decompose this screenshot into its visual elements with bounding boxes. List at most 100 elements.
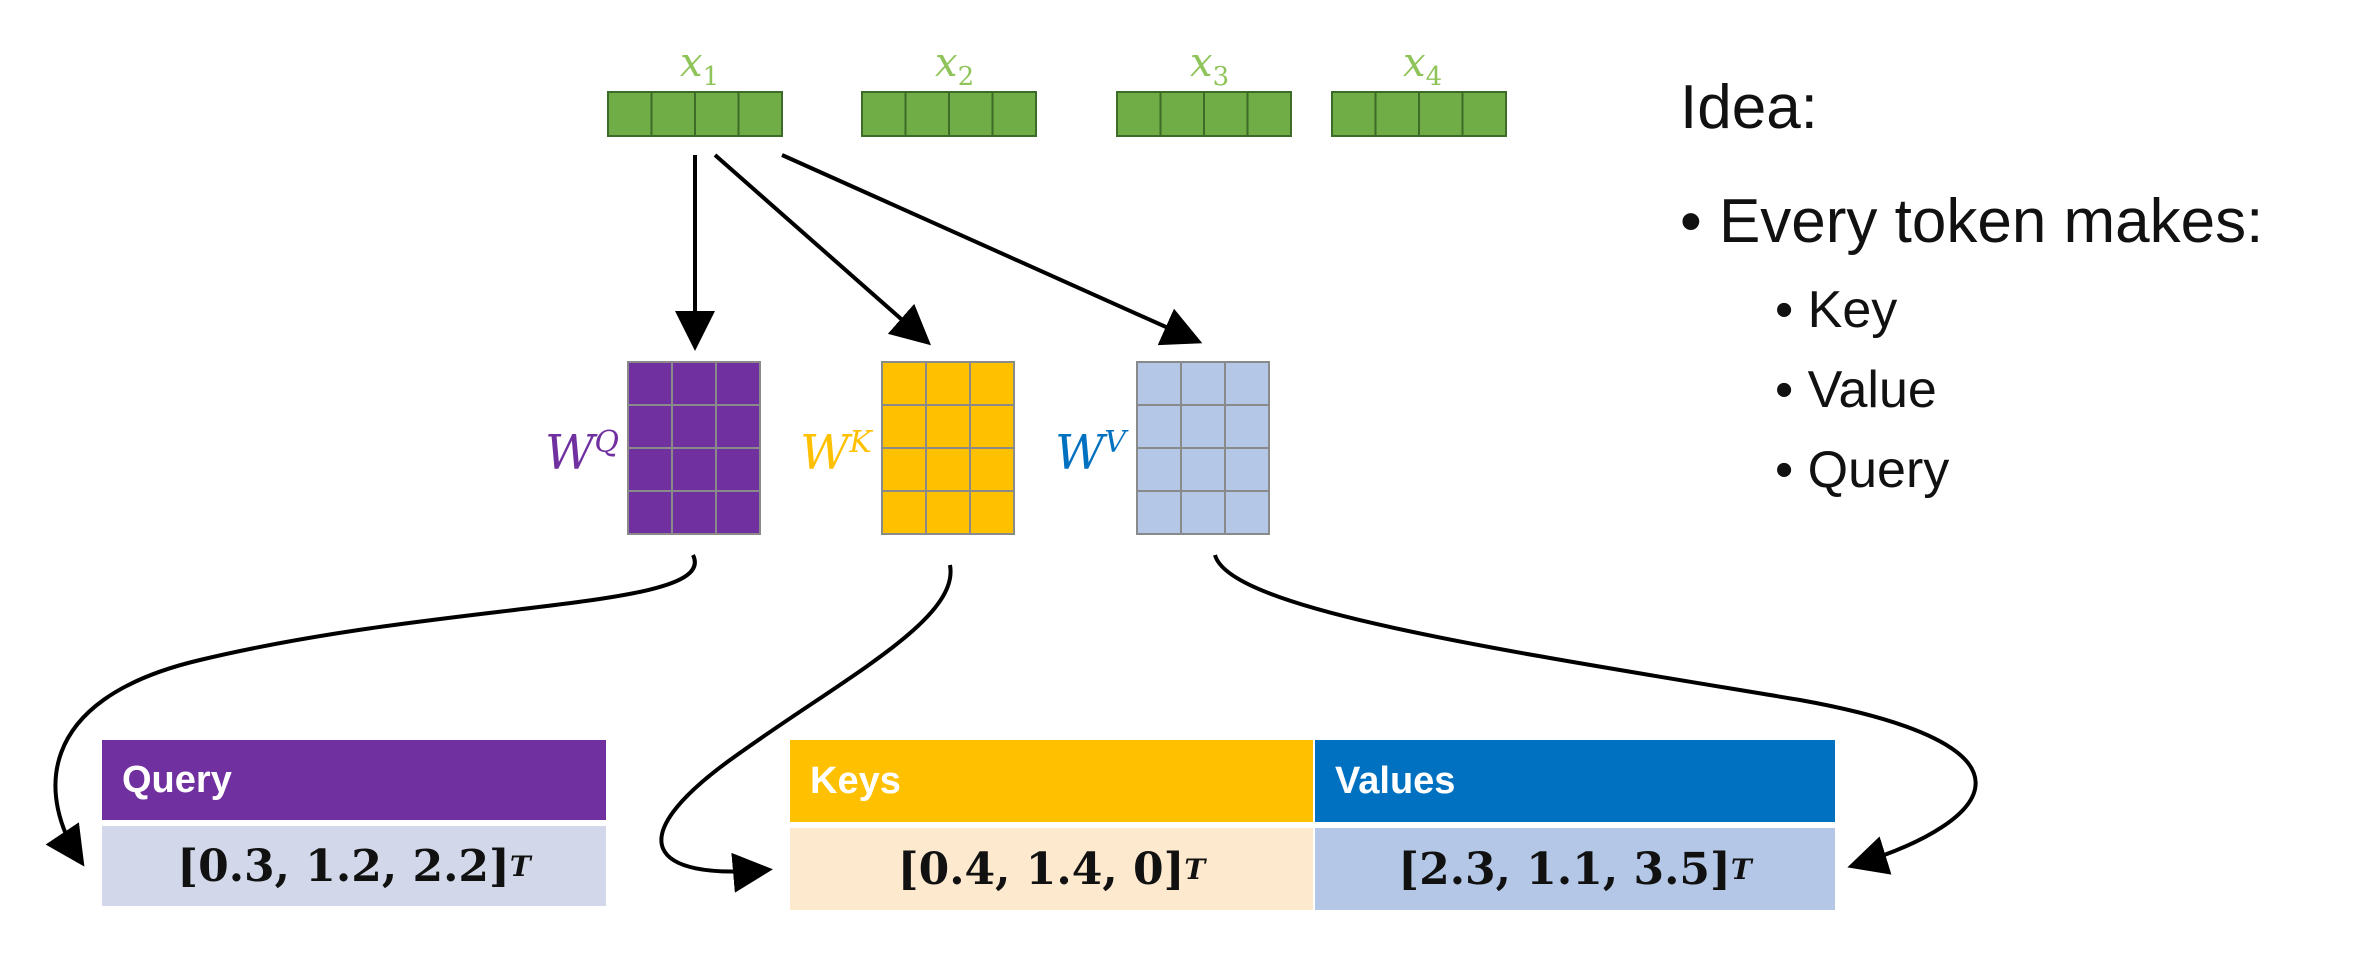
token-cell xyxy=(1116,91,1162,137)
matrix-cell xyxy=(1224,361,1270,406)
matrix-cell xyxy=(925,361,971,406)
idea-bullet: • Every token makes: xyxy=(1680,186,2263,257)
arrow-x1-to-wv xyxy=(781,153,1203,346)
token-vector-2 xyxy=(861,91,1037,137)
sub-bullet-value: • Value xyxy=(1775,360,1937,420)
matrix-cell xyxy=(715,447,761,492)
sub-bullet-text: Query xyxy=(1807,441,1950,499)
matrix-cell xyxy=(627,490,673,535)
sub-bullet-text: Value xyxy=(1807,361,1937,419)
token-cell xyxy=(991,91,1037,137)
sub-bullet-dot: • xyxy=(1775,361,1808,419)
weight-matrix-v xyxy=(1136,361,1270,535)
matrix-cell xyxy=(1180,447,1226,492)
token-cell xyxy=(1374,91,1420,137)
matrix-cell xyxy=(715,404,761,449)
weight-matrix-q xyxy=(627,361,761,535)
bullet-dot: • xyxy=(1680,187,1719,256)
matrix-cell xyxy=(671,404,717,449)
matrix-cell xyxy=(881,490,927,535)
matrix-cell xyxy=(715,490,761,535)
token-cell xyxy=(1461,91,1507,137)
curve-wv-to-values xyxy=(1213,554,1978,875)
matrix-label-k: WK xyxy=(800,425,872,481)
matrix-cell xyxy=(1136,490,1182,535)
query-value: [0.3, 1.2, 2.2]T xyxy=(102,826,606,906)
matrix-cell xyxy=(1224,404,1270,449)
token-subscript: 2 xyxy=(957,62,975,92)
values-vector: [2.3, 1.1, 3.5] xyxy=(1398,843,1731,895)
matrix-cell xyxy=(1180,490,1226,535)
query-header: Query xyxy=(102,740,606,820)
matrix-cell xyxy=(1224,490,1270,535)
values-header: Values xyxy=(1315,740,1835,822)
keys-value: [0.4, 1.4, 0]T xyxy=(790,828,1313,910)
token-label-2: x2 xyxy=(935,40,974,92)
token-label-4: x4 xyxy=(1403,40,1442,92)
token-cell xyxy=(737,91,783,137)
sub-bullet-dot: • xyxy=(1775,441,1808,499)
matrix-superscript: V xyxy=(1104,425,1127,460)
token-cell xyxy=(694,91,740,137)
keys-header: Keys xyxy=(790,740,1313,822)
token-symbol: x xyxy=(680,40,703,86)
keys-transpose: T xyxy=(1184,852,1206,886)
matrix-cell xyxy=(925,404,971,449)
token-label-1: x1 xyxy=(680,40,719,92)
curve-wk-to-keys xyxy=(659,564,953,893)
token-symbol: x xyxy=(935,40,958,86)
matrix-symbol: W xyxy=(545,425,595,481)
token-subscript: 3 xyxy=(1212,62,1230,92)
arrow-x1-to-wk xyxy=(713,153,932,346)
token-cell xyxy=(904,91,950,137)
keys-vector: [0.4, 1.4, 0] xyxy=(897,843,1185,895)
weight-matrices xyxy=(627,361,1270,535)
matrix-cell xyxy=(881,361,927,406)
matrix-cell xyxy=(1136,361,1182,406)
matrix-cell xyxy=(627,447,673,492)
matrix-cell xyxy=(925,447,971,492)
token-vector-3 xyxy=(1116,91,1292,137)
token-subscript: 4 xyxy=(1425,62,1443,92)
matrix-cell xyxy=(671,361,717,406)
token-label-3: x3 xyxy=(1190,40,1229,92)
matrix-cell xyxy=(969,447,1015,492)
matrix-cell xyxy=(925,490,971,535)
idea-title: Idea: xyxy=(1680,73,1818,142)
idea-bullet-text: Every token makes: xyxy=(1718,187,2264,256)
matrix-cell xyxy=(881,404,927,449)
matrix-cell xyxy=(1224,447,1270,492)
token-subscript: 1 xyxy=(702,62,720,92)
matrix-symbol: W xyxy=(800,425,850,481)
token-vector-1 xyxy=(607,91,783,137)
matrix-superscript: K xyxy=(849,425,872,460)
token-cell xyxy=(607,91,653,137)
matrix-cell xyxy=(715,361,761,406)
sub-bullet-query: • Query xyxy=(1775,440,1949,500)
weight-matrix-k xyxy=(881,361,1015,535)
query-vector: [0.3, 1.2, 2.2] xyxy=(177,840,510,892)
matrix-label-q: WQ xyxy=(545,425,619,481)
matrix-cell xyxy=(969,490,1015,535)
token-cell xyxy=(1418,91,1464,137)
token-cell xyxy=(1159,91,1205,137)
sub-bullet-dot: • xyxy=(1775,281,1808,339)
matrix-cell xyxy=(627,404,673,449)
token-cell xyxy=(948,91,994,137)
token-cell xyxy=(650,91,696,137)
matrix-cell xyxy=(1180,404,1226,449)
token-cell xyxy=(861,91,907,137)
matrix-cell xyxy=(1136,447,1182,492)
token-vector-4 xyxy=(1331,91,1507,137)
matrix-cell xyxy=(969,361,1015,406)
matrix-cell xyxy=(1136,404,1182,449)
matrix-cell xyxy=(671,490,717,535)
matrix-cell xyxy=(1180,361,1226,406)
query-transpose: T xyxy=(509,849,531,883)
matrix-cell xyxy=(881,447,927,492)
token-cell xyxy=(1203,91,1249,137)
token-cell xyxy=(1331,91,1377,137)
token-symbol: x xyxy=(1403,40,1426,86)
token-cell xyxy=(1246,91,1292,137)
